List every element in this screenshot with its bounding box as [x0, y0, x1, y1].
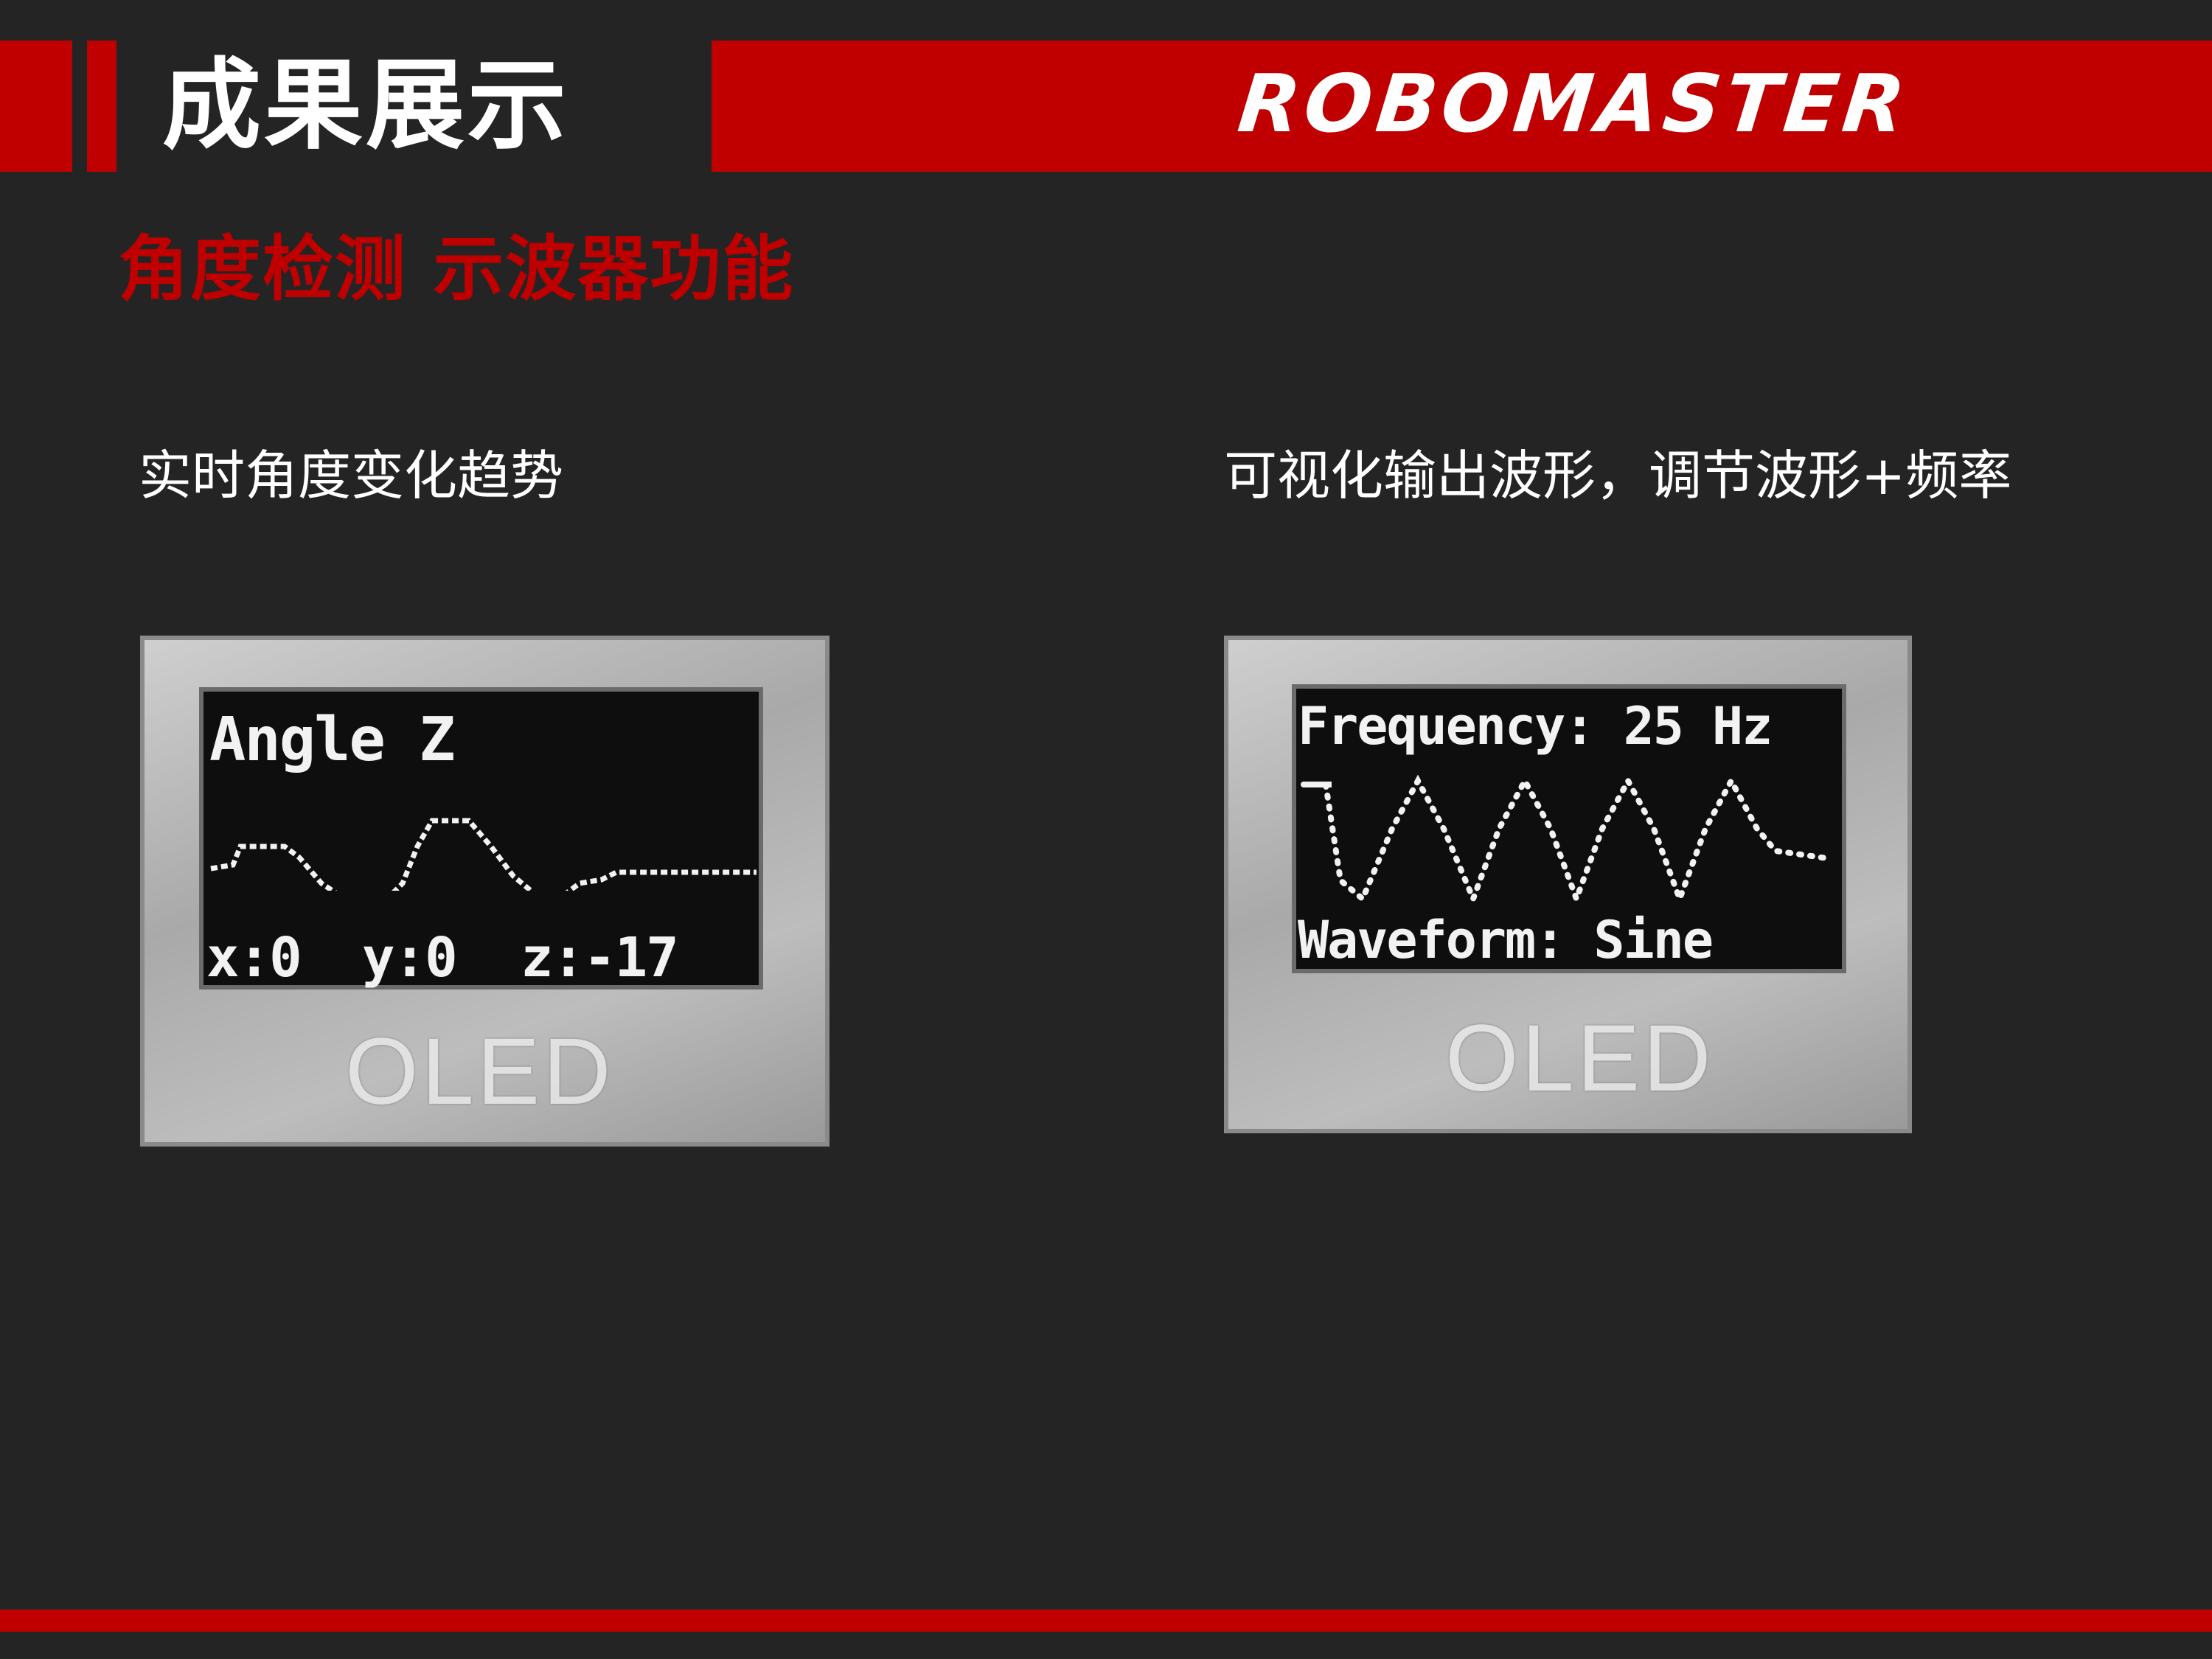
section-subtitle: 角度检测 示波器功能 [118, 228, 795, 310]
oled-screen-left: Angle Z x:0 y:0 z:-17 [199, 687, 763, 990]
robomaster-logo: ROBOMASTER [1234, 58, 1914, 150]
page-title: 成果展示 [162, 48, 570, 163]
frequency-readout: Frequency: 25 Hz [1298, 696, 1773, 757]
right-caption: 可视化输出波形，调节波形+频率 [1224, 445, 2012, 507]
left-caption: 实时角度变化趋势 [139, 445, 564, 507]
angle-trend-line [210, 818, 757, 891]
angle-title: Angle Z [209, 705, 456, 775]
x-value: x:0 [206, 926, 302, 990]
header-red-strip [87, 41, 116, 172]
sine-waveform [1301, 774, 1830, 908]
waveform-readout: Waveform: Sine [1298, 910, 1714, 970]
header-red-band [712, 41, 2212, 172]
header-red-strip [0, 41, 72, 172]
oled-screen-right: Frequency: 25 Hz Waveform: Sine [1292, 684, 1846, 973]
footer-red-bar [0, 1610, 2212, 1632]
z-value: z:-17 [521, 926, 679, 990]
y-value: y:0 [362, 926, 458, 990]
oled-silkscreen-right: OLED [1445, 1006, 1714, 1111]
oled-silkscreen-left: OLED [345, 1019, 614, 1124]
